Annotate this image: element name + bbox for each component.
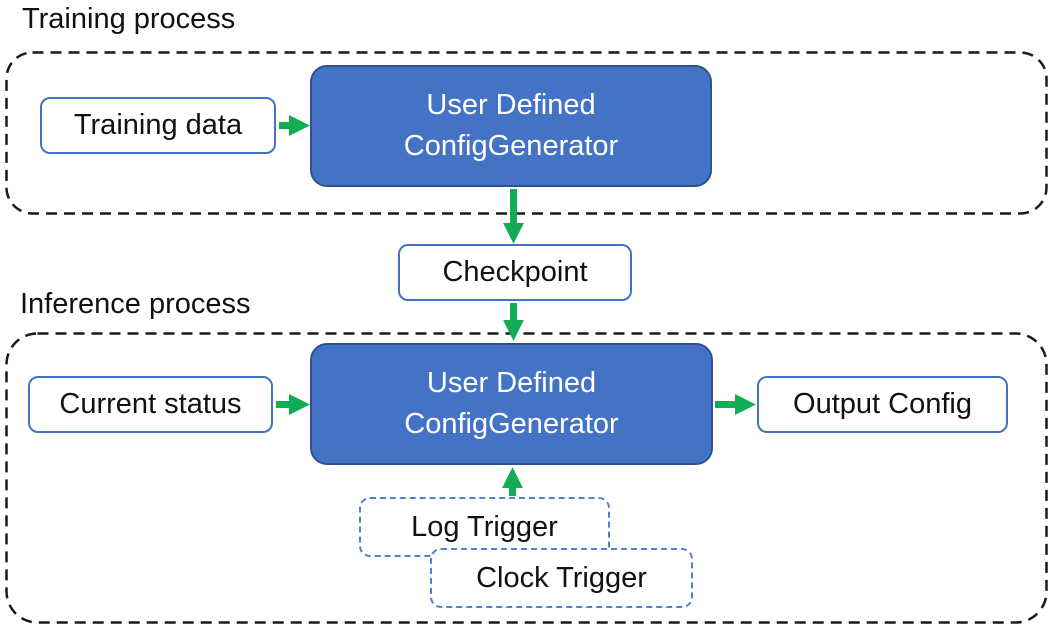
log-trigger-box: Log Trigger bbox=[359, 497, 610, 557]
inference-config-generator-node: User Defined ConfigGenerator bbox=[310, 343, 713, 465]
current-status-label: Current status bbox=[59, 388, 242, 420]
clock-trigger-box: Clock Trigger bbox=[430, 548, 693, 608]
training-process-label: Training process bbox=[22, 3, 236, 35]
training-config-generator-line2: ConfigGenerator bbox=[403, 130, 619, 162]
inference-config-generator-line2: ConfigGenerator bbox=[404, 408, 619, 440]
clock-trigger-label: Clock Trigger bbox=[476, 561, 647, 594]
current-status-box: Current status bbox=[28, 376, 273, 433]
training-data-box: Training data bbox=[40, 97, 276, 154]
checkpoint-box: Checkpoint bbox=[398, 244, 632, 301]
training-data-label: Training data bbox=[73, 109, 243, 141]
training-config-generator-line1: User Defined bbox=[426, 89, 596, 121]
inference-config-generator-line1: User Defined bbox=[426, 367, 597, 399]
training-config-generator-node: User Defined ConfigGenerator bbox=[310, 65, 712, 187]
log-trigger-label: Log Trigger bbox=[411, 510, 558, 543]
inference-process-container-border bbox=[5, 332, 1048, 624]
inference-process-label: Inference process bbox=[20, 288, 251, 320]
checkpoint-label: Checkpoint bbox=[442, 256, 588, 288]
output-config-label: Output Config bbox=[793, 388, 972, 420]
output-config-box: Output Config bbox=[757, 376, 1008, 433]
training-process-container-border bbox=[5, 51, 1048, 215]
